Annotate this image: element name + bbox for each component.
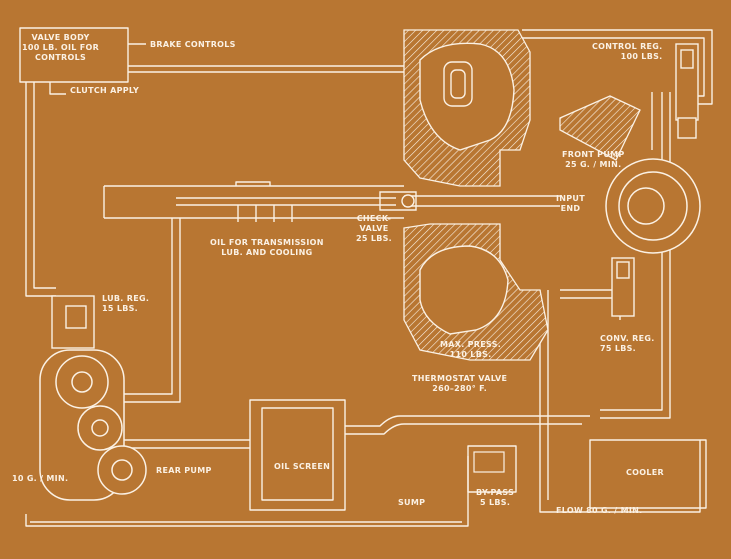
label-valve-body-2: 100 LB. OIL FOR <box>22 43 100 52</box>
label-max-press: MAX. PRESS. 110 LBS. <box>440 340 501 360</box>
label-input-end-1: INPUT <box>556 194 585 203</box>
label-max-press-1: MAX. PRESS. <box>440 340 502 349</box>
label-oil-transmission-1: OIL FOR TRANSMISSION <box>210 238 324 247</box>
label-input-end-2: END <box>560 204 581 213</box>
label-valve-body-1: VALVE BODY <box>31 33 90 42</box>
bypass-spring <box>473 451 505 473</box>
front-pump-inner <box>627 187 665 225</box>
label-lub-reg: LUB. REG. 15 LBS. <box>102 294 149 314</box>
label-ten-gmin: 10 G. / MIN. <box>12 474 69 483</box>
label-thermostat-1: THERMOSTAT VALVE <box>412 374 508 383</box>
turbine-lower <box>419 245 509 335</box>
rear-pump-hub-top <box>71 371 93 393</box>
label-front-pump-2: 25 G. / MIN. <box>565 160 622 169</box>
label-check-valve-3: 25 LBS. <box>356 234 393 243</box>
rear-pump-hub-mid <box>91 419 109 437</box>
bypass-box <box>467 445 517 493</box>
label-oil-screen: OIL SCREEN <box>274 462 331 471</box>
label-front-pump-1: FRONT PUMP <box>562 150 625 159</box>
label-check-valve-1: CHECK- <box>356 214 392 223</box>
conv-reg-spring <box>616 261 630 279</box>
pipe-right <box>345 415 590 435</box>
conv-line <box>560 289 621 320</box>
upper-cavity-inner <box>450 69 466 99</box>
label-check-valve: CHECK- VALVE 25 LBS. <box>356 214 392 244</box>
check-valve-ball <box>401 194 415 208</box>
label-input-end: INPUT END <box>556 194 585 214</box>
label-sump: SUMP <box>398 498 426 507</box>
rear-pump-line <box>120 439 250 449</box>
label-bypass: BY-PASS 5 LBS. <box>476 488 514 508</box>
label-oil-transmission: OIL FOR TRANSMISSION LUB. AND COOLING <box>210 238 324 258</box>
label-control-reg: CONTROL REG. 100 LBS. <box>592 42 663 62</box>
label-control-reg-1: CONTROL REG. <box>592 42 663 51</box>
label-bypass-1: BY-PASS <box>476 488 515 497</box>
label-cooler: COOLER <box>626 468 664 477</box>
label-front-pump: FRONT PUMP 25 G. / MIN. <box>562 150 625 170</box>
label-brake-controls: BRAKE CONTROLS <box>150 40 236 49</box>
oil-screen-frame <box>261 407 334 501</box>
label-valve-body-3: CONTROLS <box>35 53 87 62</box>
label-lub-reg-2: 15 LBS. <box>102 304 139 313</box>
shaft-inner <box>176 197 396 206</box>
oil-screen-housing <box>249 399 346 511</box>
rear-pump-hub-bottom <box>111 459 133 481</box>
clutch-line <box>49 82 66 95</box>
outer-feed-line <box>25 82 56 297</box>
label-thermostat: THERMOSTAT VALVE 260–280° F. <box>412 374 507 394</box>
label-flow: FLOW 80 G. / MIN. <box>556 506 643 515</box>
label-control-reg-2: 100 LBS. <box>620 52 663 61</box>
label-conv-reg: CONV. REG. 75 LBS. <box>600 334 655 354</box>
flow-return <box>539 440 701 513</box>
label-bypass-2: 5 LBS. <box>480 498 511 507</box>
label-max-press-2: 110 LBS. <box>449 350 492 359</box>
label-oil-transmission-2: LUB. AND COOLING <box>221 248 313 257</box>
valve-body-box <box>19 27 129 83</box>
cooler-box <box>589 439 707 509</box>
oil-outlets <box>237 205 293 222</box>
label-clutch-apply: CLUTCH APPLY <box>70 86 140 95</box>
label-thermostat-2: 260–280° F. <box>432 384 488 393</box>
front-pump-arm <box>559 95 641 161</box>
lub-feed <box>118 218 181 403</box>
check-valve-body <box>379 191 417 211</box>
label-conv-reg-2: 75 LBS. <box>600 344 637 353</box>
top-pressure-line <box>128 65 404 73</box>
label-valve-body: VALVE BODY 100 LB. OIL FOR CONTROLS <box>22 33 99 63</box>
control-reg-spring <box>680 49 694 69</box>
label-rear-pump: REAR PUMP <box>156 466 212 475</box>
shaft-step <box>235 181 271 186</box>
label-check-valve-2: VALVE <box>359 224 389 233</box>
control-reg-plug <box>677 117 697 139</box>
label-lub-reg-1: LUB. REG. <box>102 294 150 303</box>
lub-reg-spring <box>65 305 87 329</box>
main-shaft <box>103 185 404 219</box>
label-conv-reg-1: CONV. REG. <box>600 334 655 343</box>
input-shaft <box>404 195 560 207</box>
